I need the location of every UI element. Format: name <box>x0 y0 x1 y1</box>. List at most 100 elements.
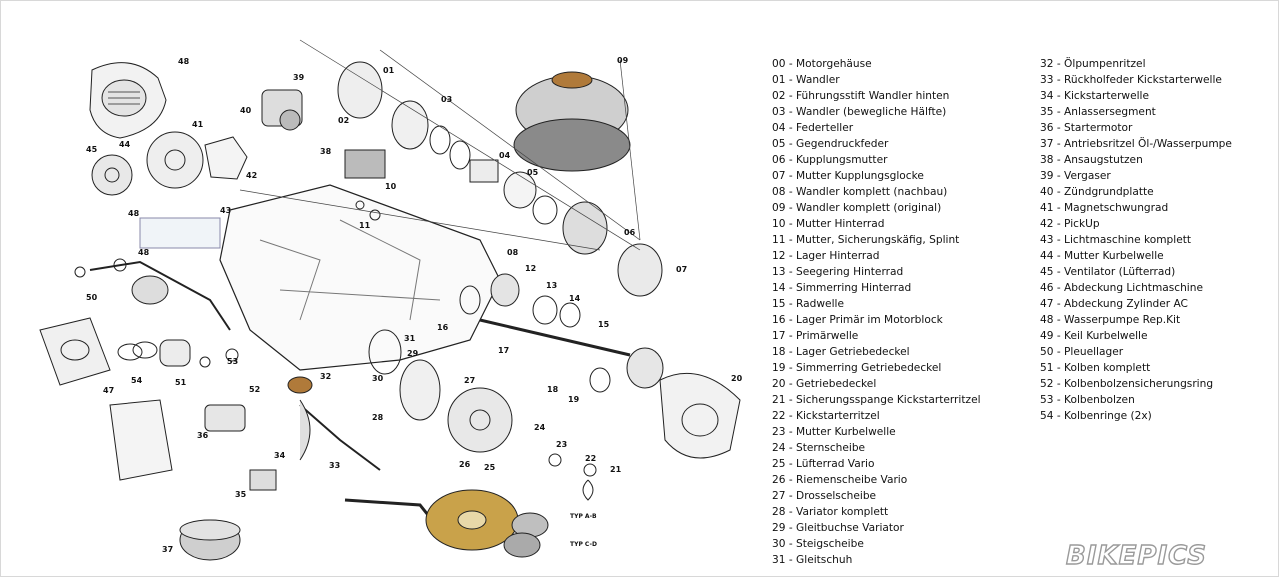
legend-item: 34 - Kickstarterwelle <box>1040 90 1150 102</box>
callout-29: 29 <box>407 349 419 358</box>
legend-item: 49 - Keil Kurbelwelle <box>1040 330 1148 342</box>
callout-48: 48 <box>178 57 190 66</box>
legend-item: 15 - Radwelle <box>772 298 844 310</box>
legend-item: 11 - Mutter, Sicherungskäfig, Splint <box>772 234 960 246</box>
callout-51: 51 <box>175 378 187 387</box>
callout-24: 24 <box>534 423 546 432</box>
engine-case <box>219 184 501 371</box>
legend-item: 28 - Variator komplett <box>772 506 889 518</box>
callout-09: 09 <box>617 56 629 65</box>
legend-item: 43 - Lichtmaschine komplett <box>1040 234 1192 246</box>
watermark-logo: BIKEPICS <box>1065 540 1206 570</box>
callout-12: 12 <box>525 264 536 273</box>
callout-42: 42 <box>246 171 257 180</box>
legend-item: 01 - Wandler <box>772 74 840 86</box>
legend-item: 24 - Sternscheibe <box>772 442 866 454</box>
callout-10: 10 <box>385 182 397 191</box>
callout-53: 53 <box>227 357 238 366</box>
legend-item: 16 - Lager Primär im Motorblock <box>772 314 943 326</box>
callout-28: 28 <box>372 413 384 422</box>
callout-45: 45 <box>86 145 98 154</box>
legend-item: 05 - Gegendruckfeder <box>772 138 889 150</box>
legend-item: 10 - Mutter Hinterrad <box>772 218 885 230</box>
legend-item: 23 - Mutter Kurbelwelle <box>772 426 896 438</box>
legend-item: 25 - Lüfterrad Vario <box>772 458 875 470</box>
callout-21: 21 <box>610 465 622 474</box>
callout-11: 11 <box>359 221 371 230</box>
legend-item: 07 - Mutter Kupplungsglocke <box>772 170 924 182</box>
legend-item: 12 - Lager Hinterrad <box>772 250 880 262</box>
legend-item: 54 - Kolbenringe (2x) <box>1040 410 1152 422</box>
legend-item: 00 - Motorgehäuse <box>772 58 872 70</box>
legend-item: 33 - Rückholfeder Kickstarterwelle <box>1040 74 1222 86</box>
legend-item: 37 - Antriebsritzel Öl-/Wasserpumpe <box>1040 138 1232 150</box>
callout-01: 01 <box>383 66 395 75</box>
converter <box>337 61 383 119</box>
callout-30: 30 <box>372 374 384 383</box>
legend-item: 04 - Federteller <box>772 122 854 134</box>
legend-item: 26 - Riemenscheibe Vario <box>772 474 908 486</box>
callout-07: 07 <box>676 265 687 274</box>
legend-item: 08 - Wandler komplett (nachbau) <box>772 186 948 198</box>
callout-54: 54 <box>131 376 143 385</box>
legend-item: 42 - PickUp <box>1040 218 1100 230</box>
callout-50: 50 <box>86 293 98 302</box>
legend-item: 30 - Steigscheibe <box>772 538 864 550</box>
legend-item: 18 - Lager Getriebedeckel <box>772 346 910 358</box>
callout-39: 39 <box>293 73 305 82</box>
callout-26: 26 <box>459 460 471 469</box>
gearbox-cover <box>659 372 741 459</box>
callout-44: 44 <box>119 140 131 149</box>
callout-04: 04 <box>499 151 511 160</box>
callout-31: 31 <box>404 334 416 343</box>
legend-item: 40 - Zündgrundplatte <box>1040 186 1154 198</box>
callout-15: 15 <box>598 320 610 329</box>
legend-item: 06 - Kupplungsmutter <box>772 154 888 166</box>
callout-41: 41 <box>192 120 204 129</box>
callout-19: 19 <box>568 395 580 404</box>
callout-02: 02 <box>338 116 349 125</box>
callout-16: 16 <box>437 323 449 332</box>
callout-27: 27 <box>464 376 475 385</box>
legend-item: 13 - Seegering Hinterrad <box>772 266 904 278</box>
callout-38: 38 <box>320 147 332 156</box>
legend-item: 27 - Drosselscheibe <box>772 490 877 502</box>
callout-52: 52 <box>249 385 260 394</box>
legend-item: 39 - Vergaser <box>1040 170 1111 182</box>
legend-item: 21 - Sicherungsspange Kickstarterritzel <box>772 394 981 406</box>
callout-43: 43 <box>220 206 231 215</box>
callout-48c: 48 <box>138 248 150 257</box>
crankshaft <box>89 260 231 331</box>
callout-05: 05 <box>527 168 539 177</box>
legend-item: 22 - Kickstarterritzel <box>772 410 880 422</box>
callout-35: 35 <box>235 490 247 499</box>
callout-22: 22 <box>585 454 596 463</box>
legend-item: 02 - Führungsstift Wandler hinten <box>772 90 950 102</box>
legend-column-1: 00 - Motorgehäuse 01 - Wandler 02 - Führun… <box>772 56 1022 568</box>
callout-25: 25 <box>484 463 496 472</box>
typ-cd-label: TYP C-D <box>570 541 597 548</box>
legend-item: 03 - Wandler (bewegliche Hälfte) <box>772 106 947 118</box>
legend-item: 36 - Startermotor <box>1040 122 1133 134</box>
typ-ab-label: TYP A-B <box>570 513 597 520</box>
callout-37: 37 <box>162 545 173 554</box>
callout-47: 47 <box>103 386 114 395</box>
callout-20: 20 <box>731 374 743 383</box>
legend-item: 46 - Abdeckung Lichtmaschine <box>1040 282 1203 294</box>
legend-item: 17 - Primärwelle <box>772 330 859 342</box>
legend-item: 14 - Simmerring Hinterrad <box>772 282 912 294</box>
legend-item: 50 - Pleuellager <box>1040 346 1124 358</box>
legend-item: 51 - Kolben komplett <box>1040 362 1151 374</box>
callout-48b: 48 <box>128 209 140 218</box>
callout-33: 33 <box>329 461 340 470</box>
legend-item: 31 - Gleitschuh <box>772 554 853 566</box>
legend-item: 19 - Simmerring Getriebedeckel <box>772 362 942 374</box>
legend-item: 20 - Getriebedeckel <box>772 378 877 390</box>
exploded-engine-diagram: 48 39 40 41 42 43 44 45 48 48 50 47 51 5… <box>39 39 743 561</box>
legend-item: 53 - Kolbenbolzen <box>1040 394 1135 406</box>
callout-40: 40 <box>240 106 252 115</box>
callout-18: 18 <box>547 385 559 394</box>
legend-item: 44 - Mutter Kurbelwelle <box>1040 250 1164 262</box>
cylinder <box>39 317 111 386</box>
